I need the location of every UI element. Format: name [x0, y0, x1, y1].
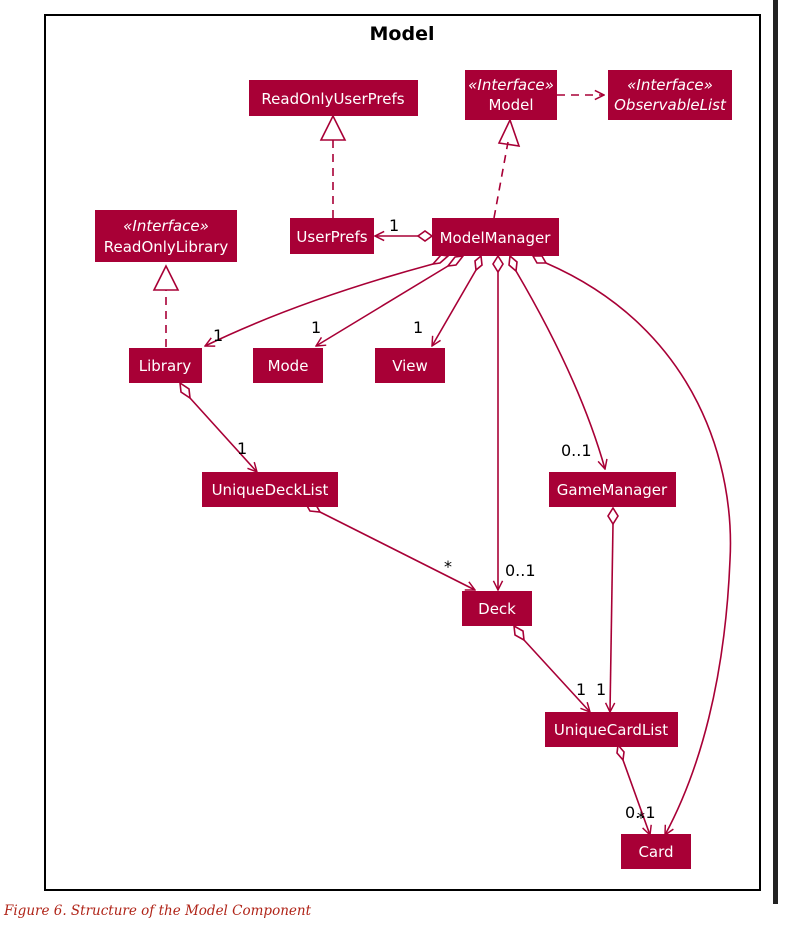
class-library[interactable]: Library	[129, 348, 202, 383]
mult-modelmanager-library: 1	[213, 326, 223, 345]
edge-modelmanager-card	[531, 255, 732, 835]
class-name: ObservableList	[614, 96, 727, 114]
mult-gamemanager-uniquecardlist: 1	[596, 680, 606, 699]
edge-library-uniquedecklist	[179, 381, 257, 472]
class-model-interface[interactable]: «Interface» Model	[465, 70, 557, 120]
class-name: Card	[638, 843, 673, 861]
mult-deck-uniquecardlist: 1	[576, 680, 586, 699]
mult-modelmanager-mode: 1	[311, 318, 321, 337]
edge-deck-uniquecardlist	[513, 624, 590, 712]
model-class-diagram: Model	[44, 14, 761, 891]
mult-library-uniquedecklist: 1	[237, 439, 247, 458]
class-name: ReadOnlyUserPrefs	[261, 90, 404, 108]
class-name: View	[392, 357, 428, 375]
class-name: GameManager	[557, 481, 668, 499]
class-name: UserPrefs	[296, 228, 367, 246]
class-name: ReadOnlyLibrary	[104, 238, 229, 256]
class-name: Library	[139, 357, 192, 375]
edge-gamemanager-uniquecardlist	[608, 506, 619, 712]
package-frame	[44, 14, 761, 891]
class-uniquedecklist[interactable]: UniqueDeckList	[202, 472, 338, 507]
edge-modelmanager-model	[493, 117, 521, 219]
edge-modelmanager-library	[205, 254, 450, 346]
class-name: UniqueCardList	[554, 721, 668, 739]
edge-modelmanager-deck	[492, 254, 504, 590]
class-mode[interactable]: Mode	[253, 348, 323, 383]
edge-modelmanager-userprefs	[375, 230, 434, 242]
edge-modelmanager-gamemanager	[508, 254, 605, 469]
class-name: Deck	[478, 600, 516, 618]
figure-caption: Figure 6. Structure of the Model Compone…	[4, 903, 311, 919]
edge-userprefs-readonlyuserprefs	[319, 114, 347, 218]
class-userprefs[interactable]: UserPrefs	[290, 218, 374, 254]
class-card[interactable]: Card	[621, 834, 691, 869]
mult-modelmanager-view: 1	[413, 318, 423, 337]
edge-uniquedecklist-deck	[304, 503, 475, 590]
class-readonlylibrary-interface[interactable]: «Interface» ReadOnlyLibrary	[95, 210, 237, 262]
class-observablelist-interface[interactable]: «Interface» ObservableList	[608, 70, 732, 120]
class-modelmanager[interactable]: ModelManager	[432, 218, 559, 256]
edge-library-readonlylibrary	[152, 264, 180, 347]
class-deck[interactable]: Deck	[462, 591, 532, 626]
edge-uniquecardlist-card	[616, 743, 650, 835]
edge-modelmanager-mode	[316, 254, 465, 346]
class-stereotype: «Interface»	[123, 217, 209, 235]
mult-modelmanager-userprefs: 1	[389, 216, 399, 235]
class-name: Mode	[268, 357, 309, 375]
page-scroll-divider	[773, 0, 778, 904]
package-title: Model	[370, 23, 435, 45]
class-name: Model	[488, 96, 533, 114]
mult-card-end: 0..1	[625, 803, 656, 822]
mult-uniquecardlist-card: *	[637, 808, 645, 827]
class-stereotype: «Interface»	[627, 76, 713, 94]
class-uniquecardlist[interactable]: UniqueCardList	[545, 712, 678, 747]
class-stereotype: «Interface»	[468, 76, 554, 94]
class-name: ModelManager	[440, 229, 552, 247]
mult-modelmanager-gamemanager: 0..1	[561, 441, 592, 460]
edge-modelmanager-view	[432, 254, 483, 346]
class-name: UniqueDeckList	[212, 481, 329, 499]
class-gamemanager[interactable]: GameManager	[549, 472, 676, 507]
class-readonlyuserprefs[interactable]: ReadOnlyUserPrefs	[249, 80, 418, 116]
class-view[interactable]: View	[375, 348, 445, 383]
mult-uniquedecklist-deck: *	[444, 557, 452, 576]
mult-modelmanager-deck: 0..1	[505, 561, 536, 580]
